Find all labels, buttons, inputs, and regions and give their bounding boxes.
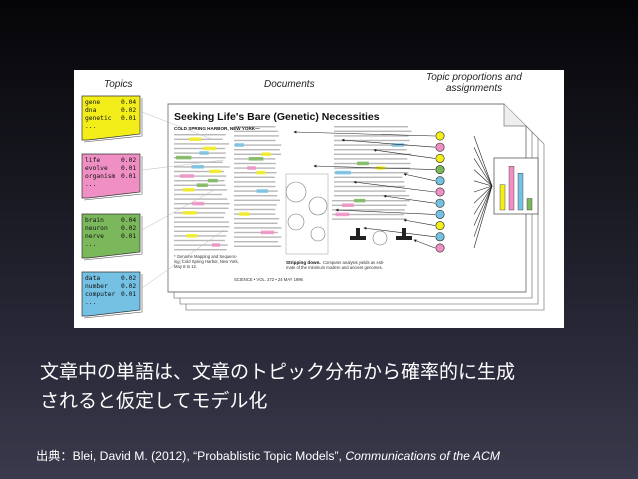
- footnote-line-1: * Genome Mapping and Sequenc-: [174, 254, 238, 259]
- topic-word: genetic: [85, 115, 112, 122]
- topic-word: ...: [85, 241, 96, 248]
- topic-probability: 0.01: [121, 115, 136, 122]
- topic-probability: 0.01: [121, 291, 136, 298]
- topic-word: nerve: [85, 233, 104, 240]
- topic-probability: 0.02: [121, 107, 136, 114]
- assignments-header: assignments: [446, 83, 502, 94]
- topic-word: gene: [85, 99, 100, 106]
- topic-word: organism: [85, 173, 116, 180]
- assignment-dot: [435, 153, 445, 163]
- topic-probability: 0.02: [121, 157, 136, 164]
- topic-card-4: data 0.02 number 0.02 computer 0.01...: [81, 271, 143, 319]
- inner-caption-rest: Computer analysis yields an esti-: [323, 260, 385, 265]
- topic-probability: 0.02: [121, 283, 136, 290]
- topic-word: ...: [85, 181, 96, 188]
- documents-header: Documents: [264, 79, 315, 90]
- topic-probability: 0.01: [121, 233, 136, 240]
- document-footer: SCIENCE • VOL. 272 • 24 MAY 1996: [234, 277, 304, 282]
- topic-word: computer: [85, 291, 116, 298]
- proportion-bar: [517, 172, 524, 211]
- topic-word: ...: [85, 123, 96, 130]
- document-text-lines: [174, 126, 412, 251]
- footnote-line-3: May 8 to 12.: [174, 264, 197, 269]
- assignment-dot: [435, 142, 445, 152]
- topic-probability: 0.01: [121, 173, 136, 180]
- topic-card-3: brain 0.04 neuron 0.02 nerve 0.01...: [81, 213, 143, 261]
- citation: 出典：Blei, David M. (2012), “Probablistic …: [36, 446, 632, 464]
- assignment-dot: [435, 187, 445, 197]
- caption-line-2: されると仮定してモデル化: [40, 390, 268, 412]
- topic-word: data: [85, 275, 100, 282]
- topic-word: life: [85, 157, 100, 164]
- assignment-dot: [435, 131, 445, 141]
- topic-word: dna: [85, 107, 97, 114]
- assignment-dot: [435, 232, 445, 242]
- topic-word: number: [85, 283, 108, 290]
- proportion-bar: [508, 166, 515, 211]
- citation-journal: Communications of the ACM: [345, 449, 500, 463]
- topic-links: [141, 111, 225, 289]
- proportion-bar: [499, 184, 506, 211]
- topic-word: ...: [85, 299, 96, 306]
- document-dateline: COLD SPRING HARBOR, NEW YORK—: [174, 126, 260, 131]
- assignment-dot: [435, 198, 445, 208]
- document-inner-figure: [285, 173, 412, 255]
- footnote-line-2: ing, Cold Spring Harbor, New York,: [174, 259, 239, 264]
- topic-word: brain: [85, 217, 104, 224]
- assignment-arrows: [293, 130, 493, 249]
- topic-word: neuron: [85, 225, 108, 232]
- assignment-dots: [435, 131, 445, 253]
- document-title: Seeking Life's Bare (Genetic) Necessitie…: [174, 111, 380, 123]
- assignment-dot: [435, 243, 445, 253]
- topic-probability: 0.04: [121, 217, 136, 224]
- proportion-bar: [526, 198, 533, 211]
- citation-authors: Blei, David M. (2012), “Probablistic Top…: [72, 449, 346, 463]
- inner-caption-bold: Stripping down.: [286, 260, 321, 265]
- topic-probability: 0.02: [121, 275, 136, 282]
- caption-line-1: 文章中の単語は、文章のトピック分布から確率的に生成: [40, 361, 516, 383]
- topic-probability: 0.04: [121, 99, 136, 106]
- topic-card-1: gene 0.04 dna 0.02 genetic 0.01...: [81, 95, 143, 143]
- assignment-dot: [435, 165, 445, 175]
- assignment-dot: [435, 176, 445, 186]
- lda-diagram: Topics Documents Topic proportions and a…: [81, 72, 545, 319]
- topic-probability: 0.01: [121, 165, 136, 172]
- assignment-dot: [435, 209, 445, 219]
- citation-prefix: 出典：: [36, 449, 73, 463]
- topic-card-2: life 0.02 evolve 0.01 organism 0.01...: [81, 153, 143, 201]
- topics-header: Topics: [104, 79, 133, 90]
- topic-word: evolve: [85, 165, 108, 172]
- assignment-dot: [435, 221, 445, 231]
- topic-cards: gene 0.04 dna 0.02 genetic 0.01... life 0.02 evo…: [81, 95, 143, 319]
- slide-caption: 文章中の単語は、文章のトピック分布から確率的に生成 されると仮定してモデル化: [40, 358, 620, 416]
- lda-figure: Topics Documents Topic proportions and a…: [74, 70, 564, 328]
- inner-caption-line-2: mate of the minimum modern and ancient g…: [286, 265, 383, 270]
- proportions-header: Topic proportions and: [426, 72, 522, 83]
- topic-probability: 0.02: [121, 225, 136, 232]
- topic-proportions-histogram: [493, 157, 539, 215]
